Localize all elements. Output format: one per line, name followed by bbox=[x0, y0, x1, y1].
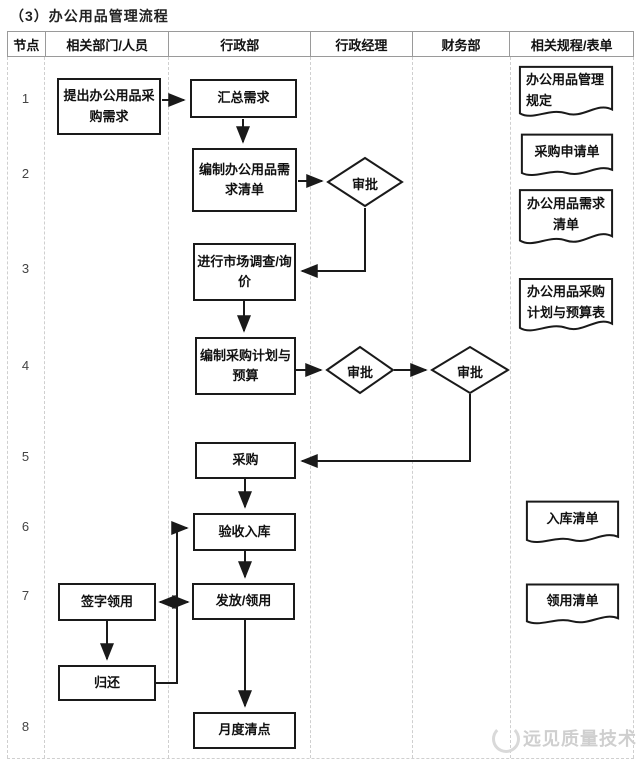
doc-storage-list: 入库清单 bbox=[525, 500, 620, 548]
lane-header-row: 节点 相关部门/人员 行政部 行政经理 财务部 相关规程/表单 bbox=[7, 31, 634, 57]
lane-header-admin-manager: 行政经理 bbox=[310, 32, 412, 56]
doc-plan-budget-form: 办公用品采购计划与预算表 bbox=[518, 277, 614, 338]
node-number-2: 2 bbox=[21, 166, 30, 181]
arrow-return-to-inspect bbox=[156, 521, 189, 684]
node-number-3: 3 bbox=[21, 261, 30, 276]
node-number-5: 5 bbox=[21, 449, 30, 464]
page-title: （3）办公用品管理流程 bbox=[10, 8, 169, 24]
box-monthly-count: 月度清点 bbox=[193, 712, 296, 749]
doc-management-rules: 办公用品管理规定 bbox=[518, 65, 614, 123]
watermark-text: 远见质量技术 bbox=[523, 729, 637, 749]
arrow-approve3-to-purchase bbox=[300, 394, 471, 468]
node-number-4: 4 bbox=[21, 358, 30, 373]
box-return: 归还 bbox=[58, 665, 156, 701]
box-propose-need: 提出办公用品采购需求 bbox=[57, 78, 161, 135]
node-number-8: 8 bbox=[21, 719, 30, 734]
approve-label-1: 审批 bbox=[351, 177, 378, 192]
node-number-7: 7 bbox=[21, 588, 30, 603]
doc-purchase-request: 采购申请单 bbox=[520, 133, 614, 181]
approve-label-2: 审批 bbox=[346, 365, 373, 380]
lane-header-finance: 财务部 bbox=[411, 32, 510, 56]
grid-line bbox=[412, 57, 413, 758]
box-plan-budget: 编制采购计划与预算 bbox=[195, 337, 296, 395]
box-compile-list: 编制办公用品需求清单 bbox=[192, 148, 297, 212]
watermark-logo-icon bbox=[492, 725, 520, 753]
box-purchase: 采购 bbox=[195, 442, 296, 479]
doc-need-list: 办公用品需求清单 bbox=[518, 188, 614, 251]
lane-header-admin: 行政部 bbox=[168, 32, 310, 56]
lane-header-forms: 相关规程/表单 bbox=[509, 32, 633, 56]
grid-line bbox=[310, 57, 311, 758]
box-summarize-need: 汇总需求 bbox=[190, 79, 297, 118]
box-market-survey: 进行市场调查/询价 bbox=[193, 243, 296, 301]
lane-header-department: 相关部门/人员 bbox=[44, 32, 169, 56]
grid-line bbox=[44, 57, 45, 758]
node-number-1: 1 bbox=[21, 91, 30, 106]
grid-line bbox=[510, 57, 511, 758]
grid-line bbox=[7, 57, 8, 758]
approve-label-3: 审批 bbox=[456, 365, 483, 380]
box-inspect-store: 验收入库 bbox=[193, 513, 296, 551]
doc-requisition-list: 领用清单 bbox=[525, 583, 620, 629]
lane-header-node: 节点 bbox=[13, 37, 40, 53]
box-issue-use: 发放/领用 bbox=[192, 583, 295, 620]
grid-line-bottom bbox=[7, 758, 634, 759]
arrow-approve1-to-survey bbox=[300, 208, 366, 278]
box-sign-receive: 签字领用 bbox=[58, 583, 156, 621]
node-number-6: 6 bbox=[21, 519, 30, 534]
grid-line bbox=[633, 57, 634, 758]
grid-line bbox=[168, 57, 169, 758]
